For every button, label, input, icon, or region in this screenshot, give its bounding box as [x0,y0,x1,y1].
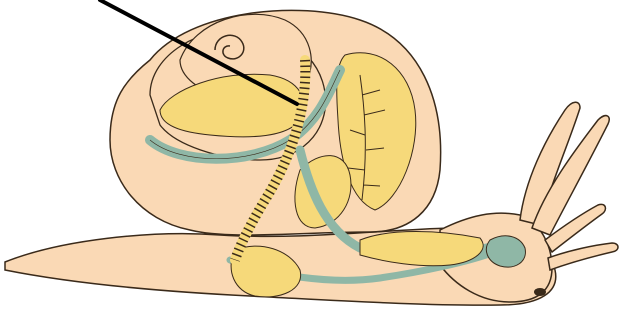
mouth [534,288,546,296]
cerebral-ganglion [486,236,525,267]
